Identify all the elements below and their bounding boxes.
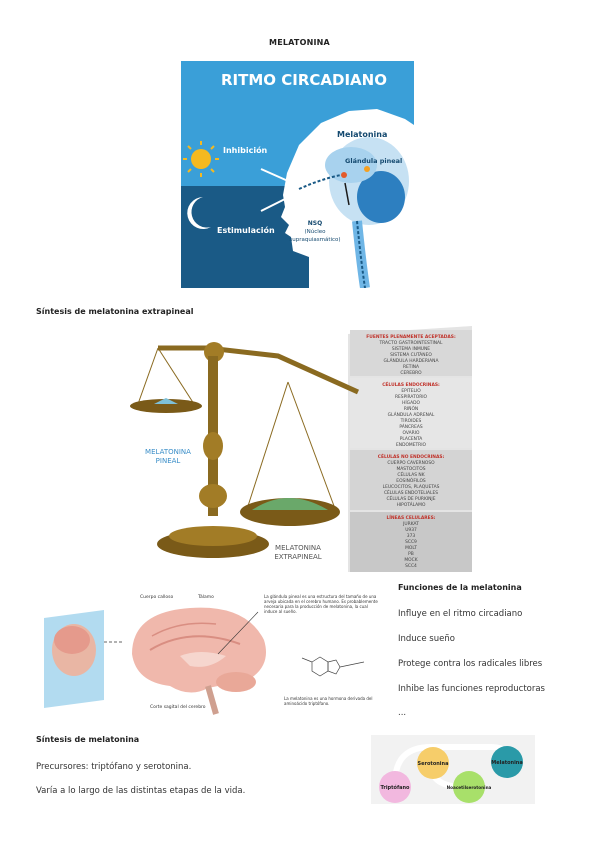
panel3-item: MASTOCITOS (396, 466, 425, 472)
pineal-pan-label: MELATONINA (145, 448, 191, 456)
panel1-item: SISTEMA CUTÁNEO (390, 351, 432, 358)
synthesis-line: Precursores: triptófano y serotonina. (36, 762, 192, 772)
brain-figure: Cuerpo calloso Tálamo Corte sagital del … (40, 590, 383, 715)
panel1-item: SISTEMA INMUNE (392, 346, 430, 352)
flow-node-tryptophan (379, 771, 411, 803)
extrapineal-pan-label: MELATONINA (275, 544, 321, 552)
panel2-item: TIROIDES (400, 418, 422, 424)
flow-label-melatonin: Melatonina (491, 760, 523, 766)
panel3-item: CÉLULAS ENDOTELIALES (384, 488, 438, 496)
function-item: Inhibe las funciones reproductoras (398, 684, 545, 694)
thalamus-label: Tálamo (197, 593, 214, 600)
pineal-description: La glándula pineal es una estructura del… (264, 594, 378, 614)
synthesis-line: Varía a lo largo de las distintas etapas… (36, 786, 246, 796)
flow-label-noacetylserotonin: Noacetilserotonina (447, 785, 492, 790)
panel4-item: JURKAT (402, 521, 419, 527)
circadian-title: RITMO CIRCADIANO (221, 71, 387, 89)
panel4-title: LÍNEAS CELULARES: (386, 513, 435, 521)
panel4-item: MOLT (405, 545, 417, 551)
synthesis-heading: Síntesis de melatonina (36, 735, 140, 744)
melatonin-molecule-icon (301, 656, 365, 677)
panel3-item: CÉLULAS NK (397, 470, 424, 478)
extrapineal-pan-label-2: EXTRAPINEAL (274, 553, 321, 561)
sun-icon (183, 141, 219, 177)
flow-label-tryptophan: Triptófano (381, 784, 411, 791)
panel2-item: GLÁNDULA ADRENAL (388, 411, 435, 418)
panel3-item: CÉLULAS DE PURKINJE (386, 494, 435, 502)
synthesis-flow-image: Triptófano Serotonina Noacetilserotonina… (371, 735, 535, 804)
nsq-label: NSQ (308, 220, 322, 227)
balance-scale-image: MELATONINA PINEAL MELATONINA EXTRAPINEAL… (130, 326, 472, 572)
circadian-rhythm-image: RITMO CIRCADIANO Inhibición Estimulación… (181, 61, 414, 288)
functions-heading: Funciones de la melatonina (398, 583, 522, 592)
melatonin-label: Melatonina (337, 130, 387, 139)
pineal-label: Glándula pineal (345, 157, 402, 165)
section-label: Corte sagital del cerebro (150, 704, 206, 710)
panel3-item: CUERPO CAVERNOSO (387, 460, 435, 466)
panel2-item: RIÑÓN (404, 405, 418, 412)
function-item: ... (398, 708, 407, 718)
molecule-caption: La melatonina es una hormona derivada de… (284, 696, 373, 706)
function-item: Induce sueño (398, 634, 455, 644)
brain-sagittal-image: Cuerpo calloso Tálamo Corte sagital del … (44, 593, 365, 715)
panel2-item: HÍGADO (402, 399, 420, 406)
panel1-item: RETINA (403, 364, 419, 370)
panel4-item: MOCK (404, 557, 417, 563)
nsq-label-3: supraquiasmático) (289, 236, 340, 243)
pineal-pan-label-2: PINEAL (156, 457, 181, 465)
circadian-rhythm-figure: RITMO CIRCADIANO Inhibición Estimulación… (181, 61, 414, 288)
inhibition-label: Inhibición (223, 145, 268, 155)
panel2-item: EPITELIO (401, 388, 421, 394)
function-item: Protege contra los radicales libres (398, 659, 543, 669)
nsq-label-2: (Núcleo (304, 228, 326, 235)
panel4-item: SCC4 (405, 563, 417, 569)
panel4-item: 373 (407, 533, 416, 539)
panel1-item: CEREBRO (400, 370, 422, 376)
panel2-item: ENDOMETRIO (396, 442, 426, 448)
extrapineal-heading: Síntesis de melatonina extrapineal (36, 307, 194, 316)
panel2-title: CÉLULAS ENDOCRINAS: (382, 380, 440, 388)
panel4-item: PB (408, 551, 414, 557)
panel2-item: OVARIO (403, 430, 420, 436)
panel2-item: RESPIRATORIO (395, 394, 428, 400)
panel1-item: TRACTO GASTROINTESTINAL (379, 340, 444, 346)
panel3-item: EOSINÓFILOS (396, 477, 426, 484)
flow-node-noacetylserotonin (453, 771, 485, 803)
panel2-item: PÁNCREAS (399, 423, 423, 430)
flow-label-serotonin: Serotonina (418, 761, 449, 767)
panel4-item: SCC9 (405, 539, 417, 545)
extrapineal-scale-figure: MELATONINA PINEAL MELATONINA EXTRAPINEAL… (128, 326, 472, 572)
panel1-item: GLÁNDULA HARDERIANA (384, 357, 439, 364)
flow-node-serotonin (417, 747, 449, 779)
panel3-title: CÉLULAS NO ENDOCRINAS: (378, 452, 445, 460)
panel3-item: LEUCOCITOS, PLAQUETAS (383, 484, 440, 490)
panel3-item: HIPOTÁLAMO (397, 501, 426, 508)
flow-node-melatonin (491, 746, 523, 778)
panel2-item: PLACENTA (400, 436, 423, 442)
stimulation-label: Estimulación (217, 225, 275, 235)
panel1-title: FUENTES PLENAMENTE ACEPTADAS: (366, 334, 456, 340)
moon-icon (187, 197, 211, 229)
function-item: Influye en el ritmo circadiano (398, 609, 523, 619)
page-title: MELATONINA (269, 38, 330, 47)
callosum-label: Cuerpo calloso (140, 594, 173, 600)
synthesis-flow-figure: Triptófano Serotonina Noacetilserotonina… (371, 735, 535, 804)
panel4-item: U937 (405, 527, 417, 533)
